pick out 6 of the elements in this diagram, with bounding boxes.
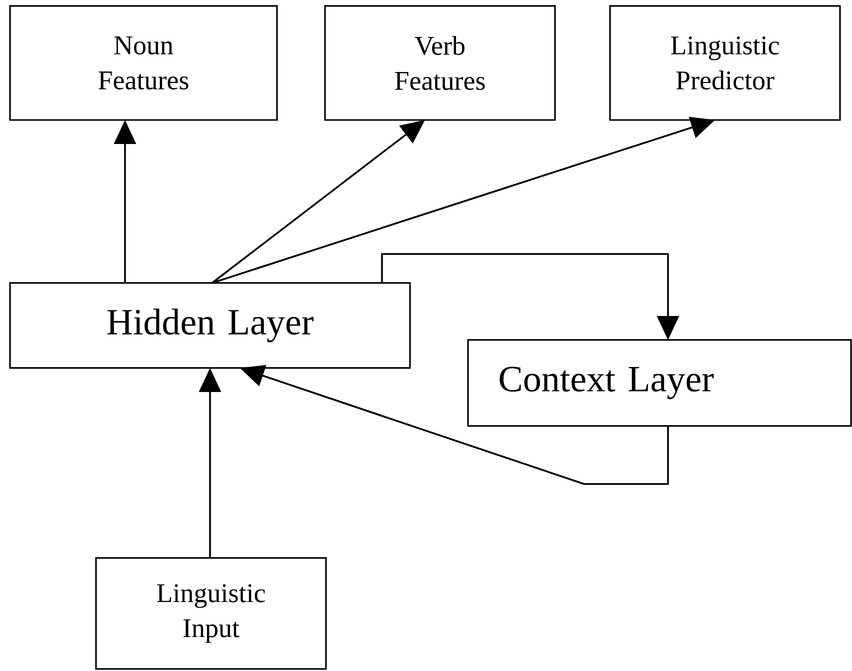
layer-box: Hidden Layer: [9, 282, 411, 369]
layer-box: Context Layer: [467, 339, 852, 427]
layer-box: Noun Features: [9, 5, 278, 121]
layer-box: Verb Features: [324, 5, 556, 121]
layer-box: Linguistic Input: [95, 557, 327, 670]
layer-box: Linguistic Predictor: [609, 5, 841, 121]
